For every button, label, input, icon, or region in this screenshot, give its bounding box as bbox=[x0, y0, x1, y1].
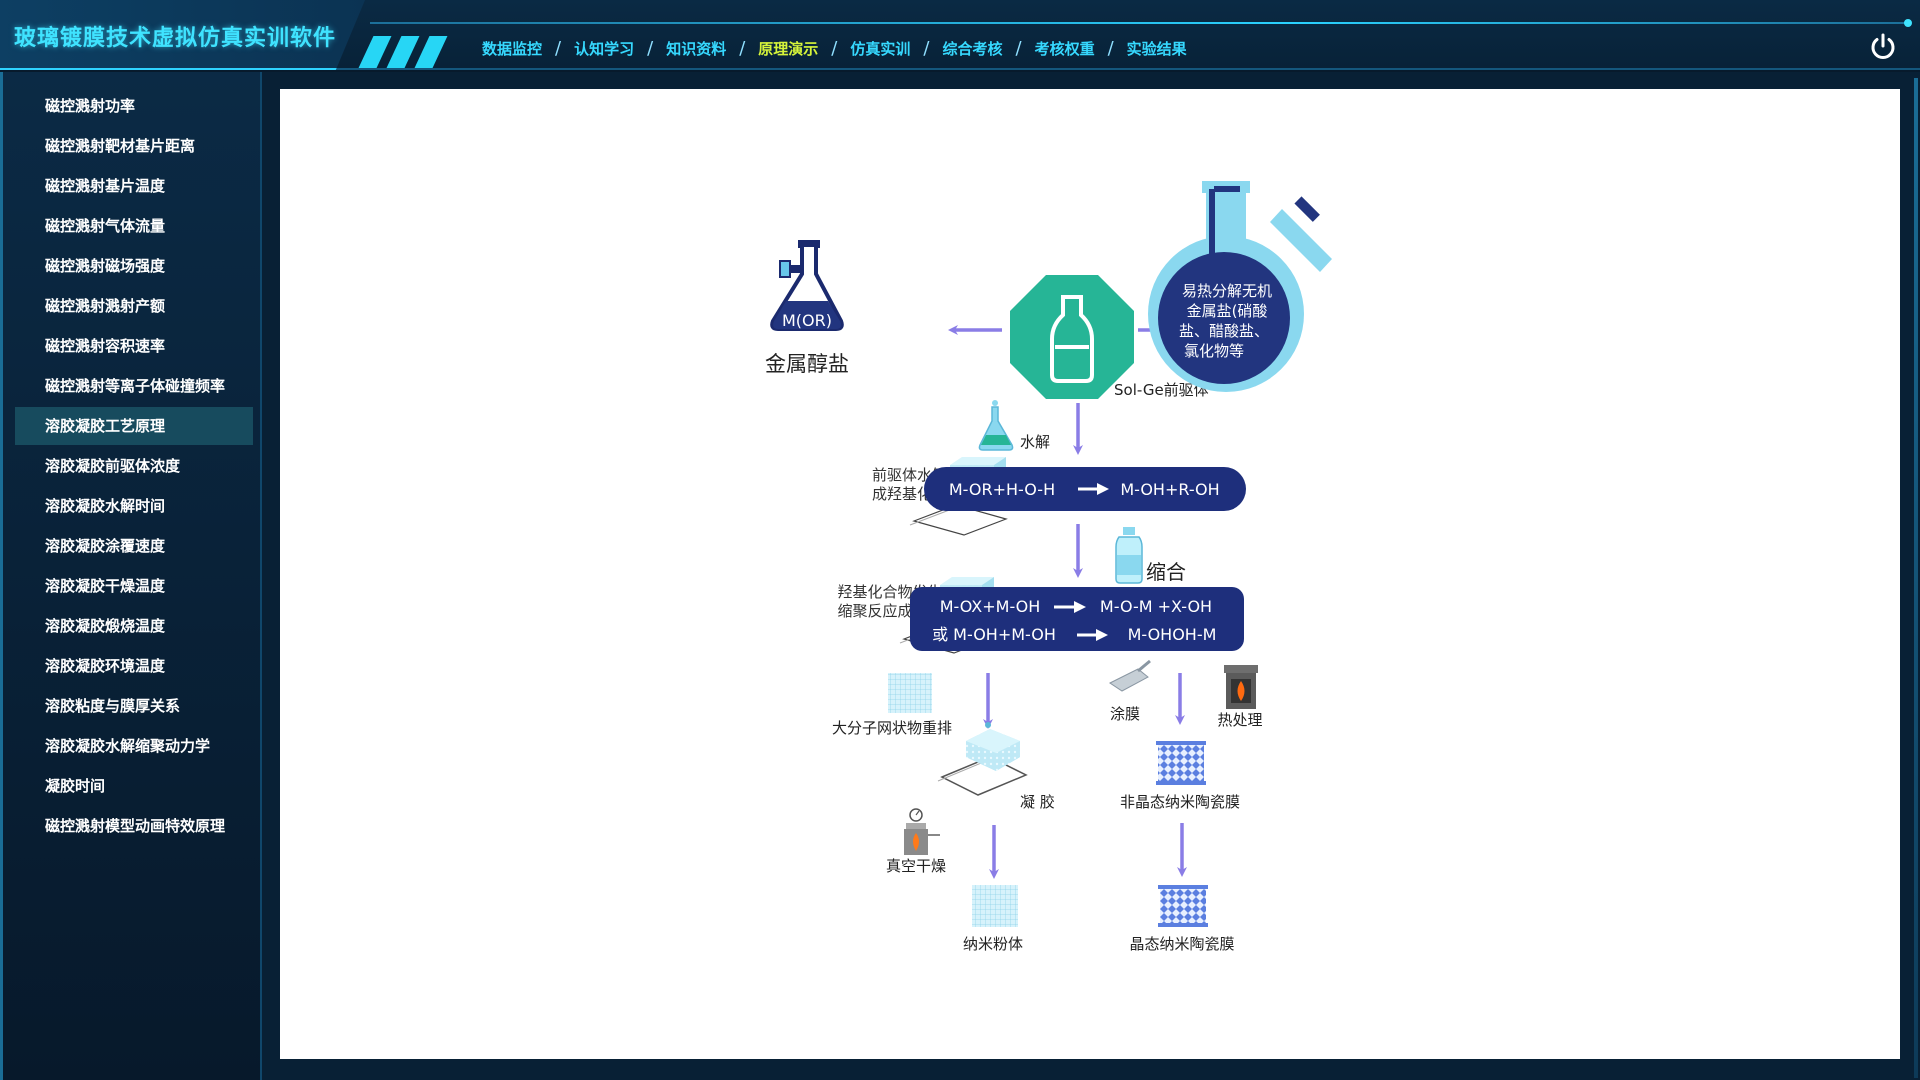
nav-simulation-training[interactable]: 仿真实训 bbox=[850, 40, 911, 58]
sidebar: 磁控溅射功率磁控溅射靶材基片距离磁控溅射基片温度磁控溅射气体流量磁控溅射磁场强度… bbox=[0, 72, 262, 1080]
metal-alkoxide-label: 金属醇盐 bbox=[765, 352, 849, 376]
coating-spatula-icon bbox=[1109, 659, 1151, 692]
right-edge-decor bbox=[1914, 78, 1918, 1078]
nav-comprehensive-exam[interactable]: 综合考核 bbox=[942, 40, 1003, 58]
hydrolysis-label: 水解 bbox=[1020, 433, 1050, 451]
condensation-label: 缩合 bbox=[1146, 560, 1186, 584]
sidebar-item[interactable]: 溶胶凝胶工艺原理 bbox=[15, 407, 253, 445]
erlenmeyer-flask-icon bbox=[770, 240, 844, 331]
sidebar-item[interactable]: 磁控溅射靶材基片距离 bbox=[45, 137, 196, 155]
crystal-film-icon bbox=[1158, 885, 1208, 927]
beaker-icon bbox=[978, 400, 1014, 451]
power-icon[interactable] bbox=[1868, 32, 1898, 62]
gel-label: 凝 胶 bbox=[1020, 793, 1055, 811]
nav-separator: / bbox=[923, 38, 930, 59]
stripes-decor bbox=[358, 36, 454, 68]
nav-separator: / bbox=[1015, 38, 1022, 59]
nav-separator: / bbox=[831, 38, 838, 59]
nav-separator: / bbox=[647, 38, 654, 59]
app-title: 玻璃镀膜技术虚拟仿真实训软件 bbox=[14, 26, 337, 51]
precursor-octagon-icon bbox=[1010, 275, 1134, 399]
top-bar: 玻璃镀膜技术虚拟仿真实训软件 数据监控 / 认知学习 / 知识资料 / 原理演示 / 仿真实训 /… bbox=[0, 0, 1920, 70]
sidebar-item[interactable]: 磁控溅射等离子体碰撞频率 bbox=[45, 377, 226, 395]
main-nav: 数据监控 / 认知学习 / 知识资料 / 原理演示 / 仿真实训 / 综合考核 / 考核权重 / 实验结果 bbox=[482, 38, 1187, 59]
sidebar-item[interactable]: 溶胶凝胶前驱体浓度 bbox=[45, 457, 181, 475]
equation2-right: M-O-M +X-OH bbox=[1100, 597, 1212, 616]
sidebar-item[interactable]: 凝胶时间 bbox=[45, 777, 106, 795]
nav-separator: / bbox=[1107, 38, 1114, 59]
network-grid-icon bbox=[888, 673, 932, 713]
powder-label: 纳米粉体 bbox=[963, 935, 1023, 953]
nav-experiment-result[interactable]: 实验结果 bbox=[1126, 40, 1187, 58]
nav-data-monitor[interactable]: 数据监控 bbox=[482, 40, 543, 58]
vacuum-label: 真空干燥 bbox=[886, 857, 946, 875]
nav-cognitive-learning[interactable]: 认知学习 bbox=[574, 40, 635, 58]
heat-label: 热处理 bbox=[1217, 711, 1262, 729]
coating-label: 涂膜 bbox=[1110, 705, 1140, 723]
network-label: 大分子网状物重排 bbox=[832, 719, 952, 737]
bottle-icon bbox=[1115, 527, 1143, 584]
sidebar-item[interactable]: 磁控溅射功率 bbox=[45, 97, 136, 115]
equation2-left: M-OX+M-OH bbox=[940, 597, 1041, 616]
equation2-box bbox=[910, 587, 1244, 651]
inorganic-line3: 盐、醋酸盐、 bbox=[1179, 322, 1269, 340]
sidebar-item[interactable]: 溶胶凝胶干燥温度 bbox=[45, 577, 166, 595]
top-decor-dot bbox=[1904, 19, 1912, 27]
nav-principle-demo[interactable]: 原理演示 bbox=[758, 40, 819, 58]
vacuum-dryer-icon bbox=[904, 808, 940, 855]
nav-separator: / bbox=[739, 38, 746, 59]
furnace-icon bbox=[1224, 665, 1258, 709]
nav-exam-weight[interactable]: 考核权重 bbox=[1034, 40, 1095, 58]
amorphous-label: 非晶态纳米陶瓷膜 bbox=[1120, 793, 1240, 811]
sidebar-item[interactable]: 溶胶凝胶水解时间 bbox=[45, 497, 166, 515]
sidebar-item[interactable]: 磁控溅射磁场强度 bbox=[45, 257, 166, 275]
powder-grid-icon bbox=[972, 885, 1018, 927]
inorganic-line2: 金属盐(硝酸 bbox=[1187, 302, 1268, 320]
equation3-right: M-OHOH-M bbox=[1128, 625, 1217, 644]
equation1-right: M-OH+R-OH bbox=[1120, 480, 1219, 499]
sol-gel-diagram: M(OR) 金属醇盐 Sol-Ge前驱体 易热分解无机 金属盐(硝酸 盐、醋酸盐… bbox=[765, 181, 1332, 953]
amorphous-film-icon bbox=[1156, 741, 1206, 785]
equation3-left: 或 M-OH+M-OH bbox=[932, 625, 1056, 644]
nav-separator: / bbox=[555, 38, 562, 59]
precursor-label: Sol-Ge前驱体 bbox=[1114, 381, 1209, 399]
sidebar-item[interactable]: 磁控溅射基片温度 bbox=[45, 177, 166, 195]
sidebar-item[interactable]: 磁控溅射溅射产额 bbox=[45, 297, 166, 315]
nav-knowledge-material[interactable]: 知识资料 bbox=[666, 40, 727, 58]
sidebar-item[interactable]: 溶胶凝胶涂覆速度 bbox=[45, 537, 166, 555]
flask-label: M(OR) bbox=[782, 311, 832, 330]
top-decor-line bbox=[370, 22, 1910, 24]
equation1-left: M-OR+H-O-H bbox=[949, 480, 1055, 499]
sidebar-item[interactable]: 溶胶凝胶煅烧温度 bbox=[45, 617, 166, 635]
crystal-label: 晶态纳米陶瓷膜 bbox=[1129, 935, 1234, 953]
inorganic-line4: 氯化物等 bbox=[1184, 342, 1244, 360]
sidebar-item[interactable]: 磁控溅射容积速率 bbox=[45, 337, 166, 355]
inorganic-line1: 易热分解无机 bbox=[1182, 282, 1272, 300]
sidebar-item[interactable]: 溶胶凝胶环境温度 bbox=[45, 657, 166, 675]
sidebar-item[interactable]: 溶胶粘度与膜厚关系 bbox=[45, 697, 181, 715]
gel-cube-icon bbox=[937, 722, 1028, 796]
title-plate bbox=[0, 0, 365, 70]
sidebar-item[interactable]: 溶胶凝胶水解缩聚动力学 bbox=[45, 737, 211, 755]
diagram-canvas: M(OR) 金属醇盐 Sol-Ge前驱体 易热分解无机 金属盐(硝酸 盐、醋酸盐… bbox=[280, 89, 1900, 1059]
round-flask-icon bbox=[1148, 181, 1332, 392]
sidebar-item[interactable]: 磁控溅射模型动画特效原理 bbox=[45, 817, 226, 835]
sidebar-item[interactable]: 磁控溅射气体流量 bbox=[45, 217, 166, 235]
